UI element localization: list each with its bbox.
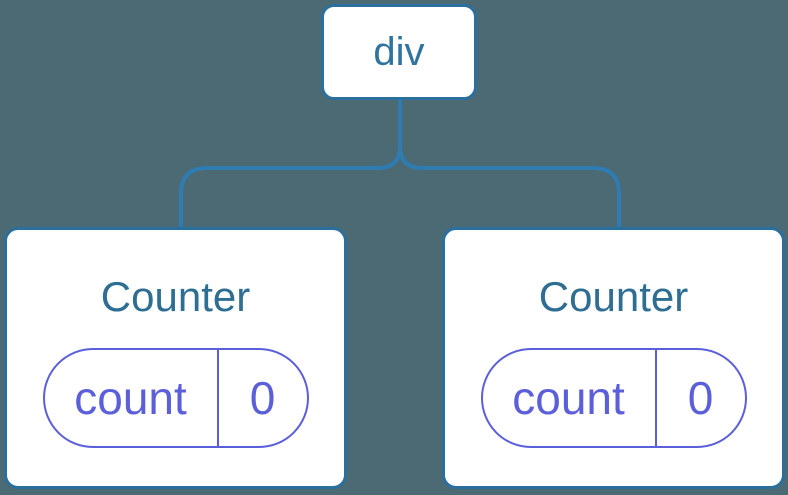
state-pill: count 0 (42, 348, 309, 449)
root-node-label: div (373, 30, 425, 74)
state-value: 0 (216, 350, 307, 447)
edge-root-to-left-child (179, 98, 402, 230)
state-key: count (74, 372, 187, 425)
component-title: Counter (100, 273, 251, 320)
root-node-div: div (321, 4, 477, 100)
counter-card-left: Counter count 0 (4, 227, 347, 489)
counter-card-right: Counter count 0 (442, 227, 785, 489)
component-title: Counter (538, 273, 689, 320)
state-key: count (512, 372, 625, 425)
state-pill: count 0 (480, 348, 747, 449)
state-value: 0 (654, 350, 745, 447)
edge-root-to-right-child (398, 98, 621, 230)
